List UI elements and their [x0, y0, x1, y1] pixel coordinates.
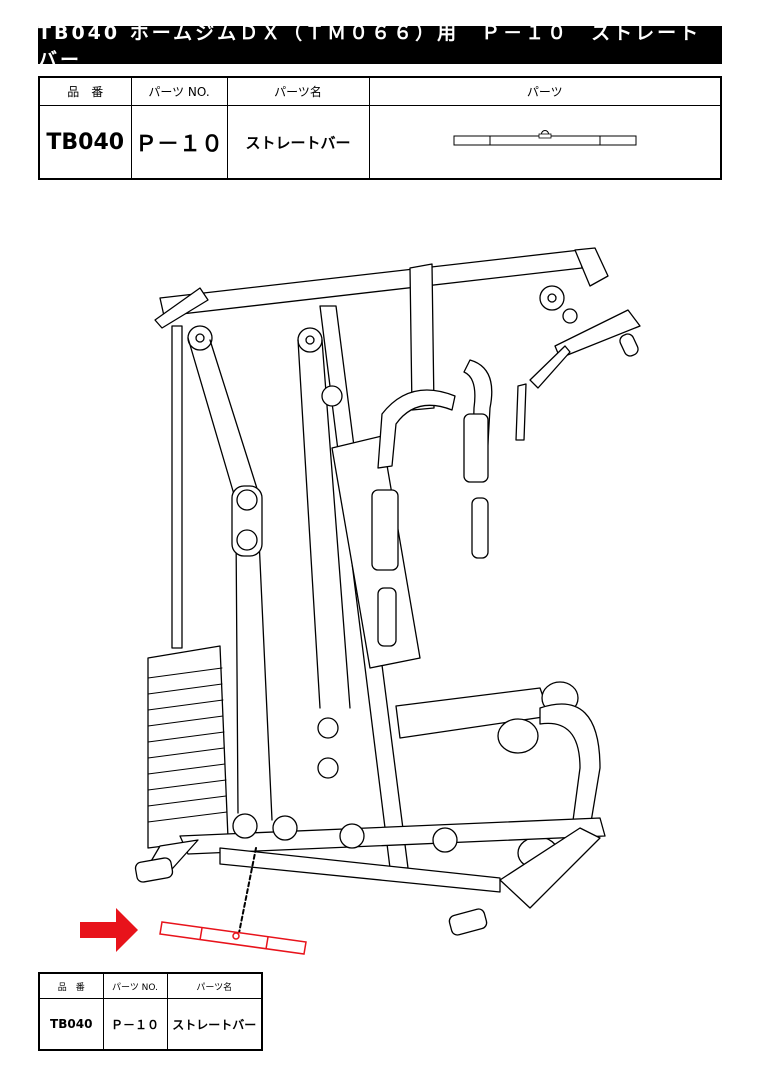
- small-cell-parts-name: ストレートバー: [166, 998, 263, 1051]
- parts-table-row: TB040 Ｐ－１０ ストレートバー: [38, 105, 722, 180]
- cell-parts-no: Ｐ－１０: [130, 105, 228, 180]
- small-table-header-row: 品 番 パーツ NO. パーツ名: [38, 972, 263, 999]
- small-parts-table: 品 番 パーツ NO. パーツ名 TB040 Ｐ－１０ ストレートバー: [38, 972, 263, 1051]
- small-cell-hinban: TB040: [38, 998, 104, 1051]
- parts-table-header-row: 品 番 パーツ NO. パーツ名 パーツ: [38, 76, 722, 106]
- header-hinban: 品 番: [38, 76, 132, 106]
- red-arrow-icon: [80, 908, 138, 952]
- small-header-parts-name: パーツ名: [166, 972, 263, 999]
- small-table-row: TB040 Ｐ－１０ ストレートバー: [38, 998, 263, 1051]
- straight-bar-icon: [159, 921, 307, 955]
- small-header-parts-no: パーツ NO.: [102, 972, 168, 999]
- cell-hinban: TB040: [38, 105, 132, 180]
- header-parts-no: パーツ NO.: [130, 76, 228, 106]
- small-cell-parts-no: Ｐ－１０: [102, 998, 168, 1051]
- home-gym-illustration: [134, 247, 641, 939]
- parts-table: 品 番 パーツ NO. パーツ名 パーツ TB040 Ｐ－１０ ストレートバー: [38, 76, 722, 180]
- small-header-hinban: 品 番: [38, 972, 104, 999]
- document-title: TB040 ホームジムＤＸ（ＴＭ０６６）用 Ｐ－１０ ストレートバー: [38, 22, 722, 71]
- straight-bar-icon: [453, 130, 637, 146]
- header-parts-name: パーツ名: [226, 76, 370, 106]
- cell-parts-image: [368, 105, 722, 180]
